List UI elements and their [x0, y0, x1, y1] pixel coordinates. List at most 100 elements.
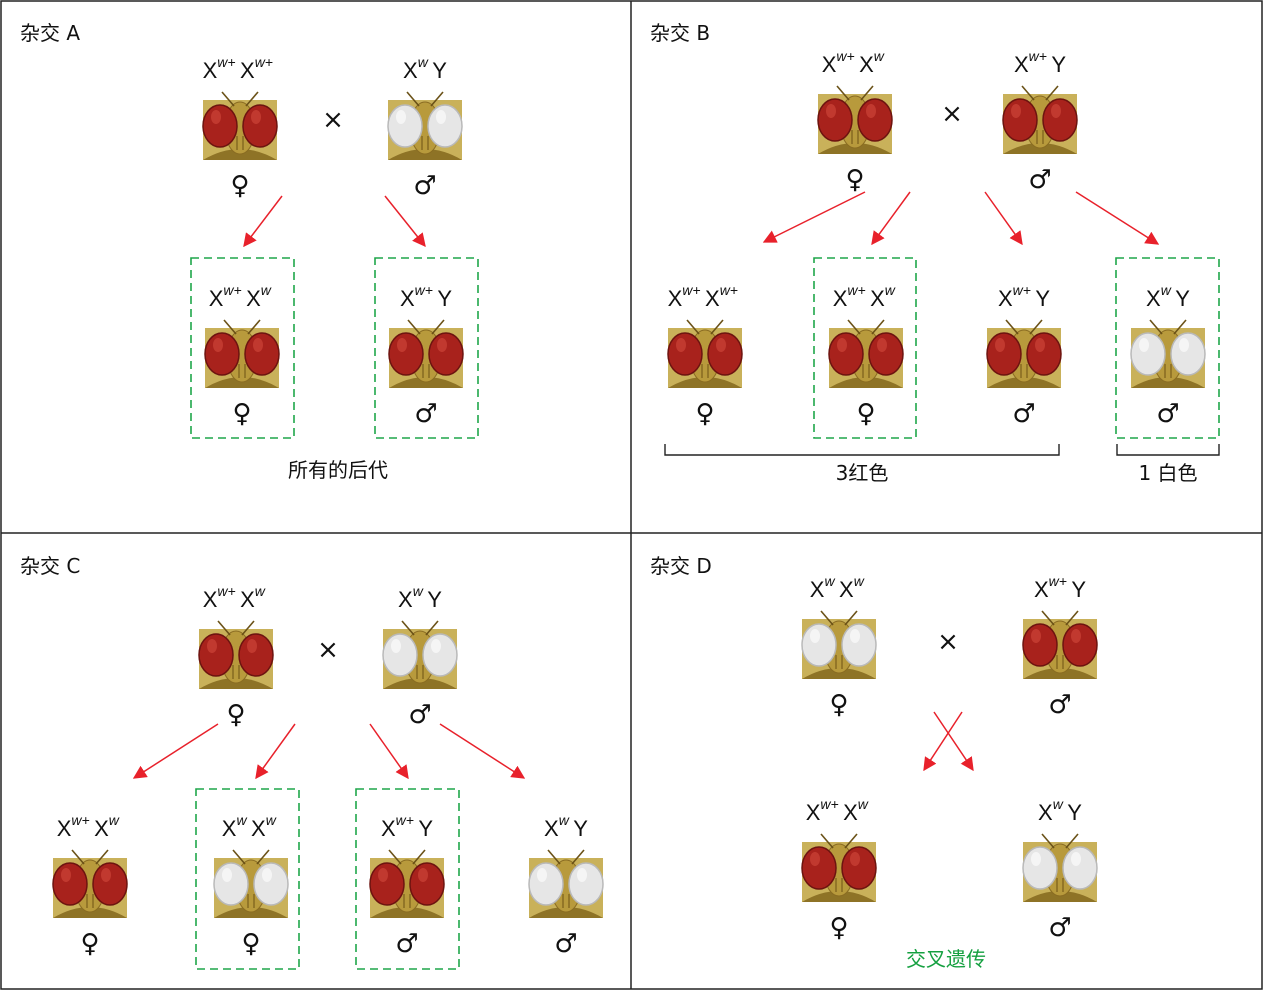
genotype-text: Xw Xw — [810, 573, 868, 602]
fly-right-eye — [1170, 332, 1206, 376]
fly-bristle — [412, 849, 426, 865]
fly-left-eye — [1002, 98, 1038, 142]
eye-highlight — [1051, 104, 1061, 118]
red-eye-fly-head — [1002, 85, 1078, 154]
eye-highlight — [431, 639, 441, 653]
red-eye-fly-head — [817, 85, 893, 154]
fly-left-eye — [1022, 846, 1058, 890]
genotype-label: Xw+ Xw — [57, 812, 120, 841]
fly-bristle — [217, 620, 231, 636]
eye-highlight — [810, 629, 820, 643]
arrow — [384, 195, 426, 248]
fly-right-eye — [1062, 623, 1098, 667]
fly-left-eye — [801, 623, 837, 667]
fly-bristle — [1045, 85, 1059, 101]
female-symbol-icon: ♀ — [856, 399, 875, 429]
fly-left-eye — [528, 862, 564, 906]
genotype-text: Xw+ Y — [400, 282, 452, 311]
fly-left-eye — [382, 633, 418, 677]
fly-right-eye — [841, 623, 877, 667]
fly-bristle — [844, 610, 858, 626]
fly-left-eye — [198, 633, 234, 677]
panel-c-title: 杂交 C — [20, 554, 80, 578]
fly-bristle — [820, 610, 834, 626]
eye-highlight — [101, 868, 111, 882]
eye-highlight — [418, 868, 428, 882]
white-eye-fly-head — [213, 849, 289, 918]
genotype-text: Xw+ Xw — [209, 282, 276, 311]
fly-bristle — [686, 319, 700, 335]
cross-symbol-icon: × — [937, 627, 959, 657]
fly-bristle — [547, 849, 561, 865]
eye-highlight — [866, 104, 876, 118]
eye-highlight — [378, 868, 388, 882]
eye-highlight — [397, 338, 407, 352]
eye-highlight — [253, 338, 263, 352]
eye-highlight — [837, 338, 847, 352]
arrow — [243, 195, 283, 248]
fly-right-eye — [427, 104, 463, 148]
genotype-text: Xw+ Xw — [822, 48, 889, 77]
red-eye-fly-head — [52, 849, 128, 918]
fly-right-eye — [92, 862, 128, 906]
fly-bristle — [871, 319, 885, 335]
genotype-label: Xw Y — [403, 54, 447, 83]
genotype-text: Xw+ Y — [1014, 48, 1066, 77]
fly-left-eye — [986, 332, 1022, 376]
eye-highlight — [850, 852, 860, 866]
fly-right-eye — [1042, 98, 1078, 142]
red-eye-fly-head — [828, 319, 904, 388]
fly-bristle — [223, 319, 237, 335]
male-symbol-icon: ♂ — [408, 700, 431, 730]
eye-highlight — [537, 868, 547, 882]
fly-left-eye — [52, 862, 88, 906]
fly-bristle — [844, 833, 858, 849]
fly-right-eye — [568, 862, 604, 906]
white-eye-fly-head — [382, 620, 458, 689]
genotype-label: Xw Y — [398, 583, 442, 612]
fly-bristle — [836, 85, 850, 101]
eye-highlight — [826, 104, 836, 118]
fly-bristle — [847, 319, 861, 335]
red-eye-fly-head — [204, 319, 280, 388]
eye-highlight — [810, 852, 820, 866]
male-symbol-icon: ♂ — [1012, 399, 1035, 429]
fly-right-eye — [868, 332, 904, 376]
dashed-highlight-box — [190, 257, 295, 439]
female-symbol-icon: ♀ — [829, 913, 848, 943]
white-eye-fly-head — [801, 610, 877, 679]
genotype-label: Xw+ Xw — [209, 282, 276, 311]
fly-bristle — [1029, 319, 1043, 335]
panel-content: 杂交 AXw+ Xw+ ♀Xw Y♂×Xw+ Xw ♀Xw+ Y♂所有的后代杂交… — [20, 21, 1220, 971]
red-eye-fly-head — [202, 91, 278, 160]
genotype-text: Xw Y — [1146, 282, 1190, 311]
fly-bristle — [1065, 833, 1079, 849]
genotype-text: Xw Xw — [222, 812, 280, 841]
eye-highlight — [1031, 852, 1041, 866]
male-symbol-icon: ♂ — [554, 929, 577, 959]
fly-bristle — [1065, 610, 1079, 626]
female-symbol-icon: ♀ — [695, 399, 714, 429]
bracket-white — [1116, 444, 1220, 456]
red-eye-fly-head — [369, 849, 445, 918]
eye-highlight — [222, 868, 232, 882]
fly-bristle — [221, 91, 235, 107]
fly-bristle — [407, 319, 421, 335]
fly-bristle — [1149, 319, 1163, 335]
eye-highlight — [1031, 629, 1041, 643]
eye-highlight — [396, 110, 406, 124]
cross-symbol-icon: × — [317, 635, 339, 665]
genotype-text: Xw+ Y — [998, 282, 1050, 311]
fly-bristle — [232, 849, 246, 865]
bracket-label-red: 3红色 — [836, 461, 889, 485]
fly-left-eye — [667, 332, 703, 376]
genotype-text: Xw Y — [544, 812, 588, 841]
eye-highlight — [1179, 338, 1189, 352]
fly-left-eye — [204, 332, 240, 376]
female-symbol-icon: ♀ — [230, 171, 249, 201]
red-eye-fly-head — [667, 319, 743, 388]
fly-bristle — [860, 85, 874, 101]
fly-right-eye — [253, 862, 289, 906]
genotype-label: Xw+ Y — [381, 812, 433, 841]
